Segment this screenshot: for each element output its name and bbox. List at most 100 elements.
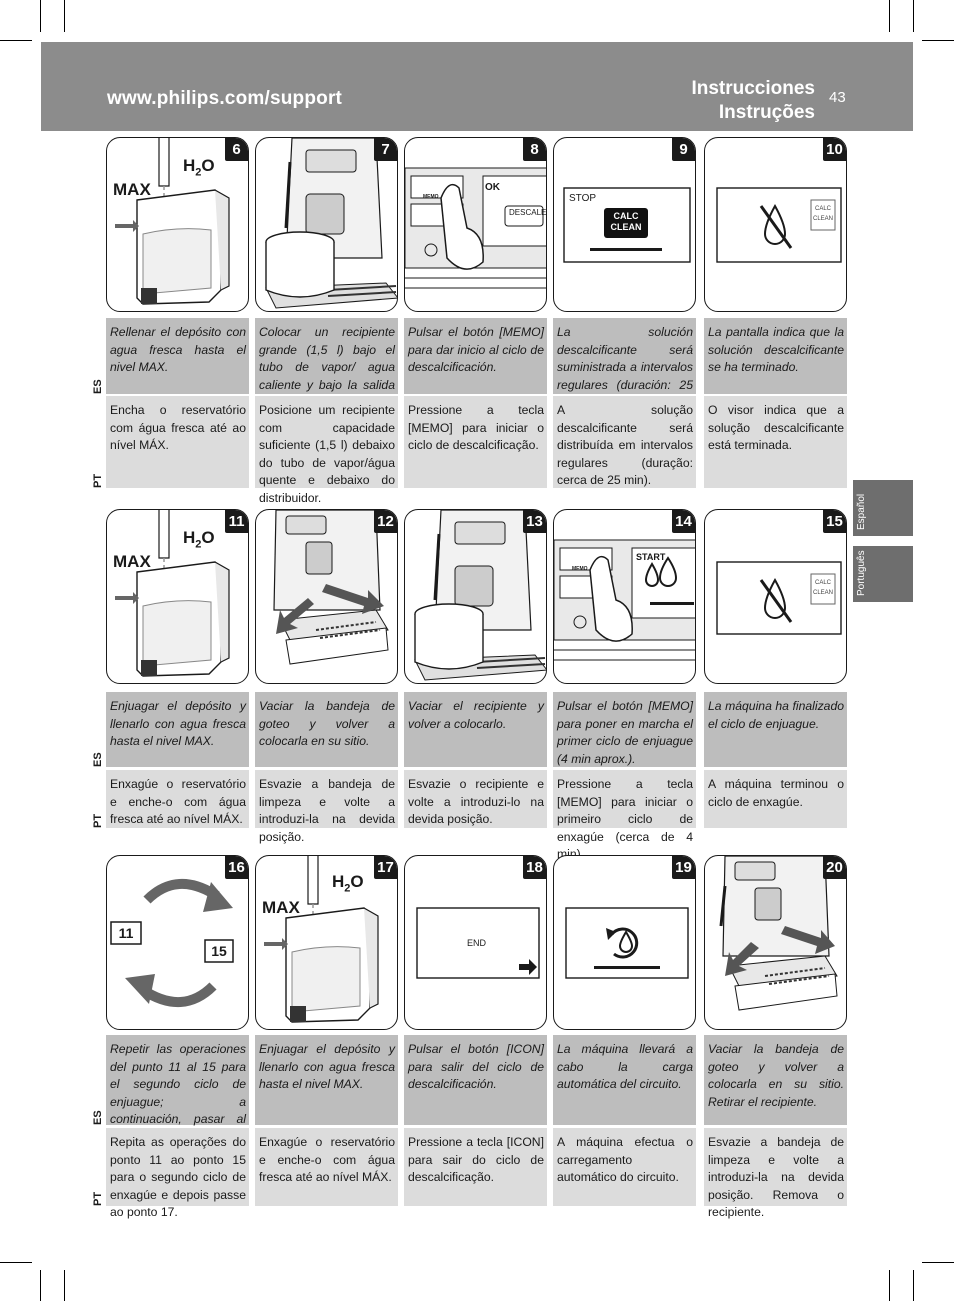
step-text-pt: Esvazie a bandeja de limpeza e volte a i… [255,770,398,844]
ok-label: OK [485,182,500,193]
tab-portugues: Português [853,546,913,602]
step-number: 6 [225,138,248,161]
max-label: MAX [262,898,300,917]
step-figure-13: 13 [404,509,547,684]
lang-label-pt: PT [92,813,104,828]
step-text-es: La solución descalcificante será suminis… [553,318,696,409]
step-figure-8: OK DESCALER MEMO 8 [404,137,547,312]
tank-illustration [115,510,230,677]
descaler-label: DESCALER [509,208,547,217]
step-text-pt: Repita as operações do ponto 11 ao ponto… [106,1128,249,1219]
display-illustration [563,187,691,263]
step-text-es: La pantalla indica que la solución desca… [704,318,847,394]
step-number: 9 [672,138,695,161]
step-text-pt: O visor indica que a solução descalcific… [704,396,847,488]
step-figure-12: 12 [255,509,398,684]
lang-label-es: ES [92,379,104,394]
step-text-es: Enjuagar el depósito y llenarlo con agua… [106,692,249,767]
tank-illustration [264,856,379,1023]
step-text-pt: Enxagúe o reservatório e enche-o com águ… [106,770,249,828]
step-text-es: Rellenar el depósito con agua fresca has… [106,318,249,394]
step-number: 7 [374,138,397,161]
step-text-es: Pulsar el botón [MEMO] para poner en mar… [553,692,696,767]
step-number: 10 [823,138,846,161]
step-text-es: Vaciar la bandeja de goteo y volver a co… [255,692,398,767]
empty-solution-display [716,561,842,635]
step-text-pt: Esvazie a bandeja de limpeza e volte a i… [704,1128,847,1219]
step-text-pt: Posicione um recipiente com capacidade s… [255,396,398,505]
step-text-pt: Pressione a tecla [MEMO] para iniciar o … [404,396,547,488]
step-text-es: Colocar un recipiente grande (1,5 l) baj… [255,318,398,409]
step-figure-7: 7 [255,137,398,312]
control-panel-illustration [405,167,546,289]
memo-label: MEMO [423,194,439,200]
h2o-label: H2O [183,528,215,551]
step-number: 13 [523,510,546,533]
step-number: 8 [523,138,546,161]
step-text-pt: Pressione a tecla [ICON] para sair do ci… [404,1128,547,1206]
control-panel-illustration [554,539,695,661]
lang-label-pt: PT [92,1191,104,1206]
machine-illustration [265,138,397,309]
step-text-es: Repetir las operaciones del punto 11 al … [106,1035,249,1144]
step-text-es: Pulsar el botón [ICON] para salir del ci… [404,1035,547,1125]
max-label: MAX [113,180,151,199]
step-text-pt: Esvazie o recipiente e volte a introduzi… [404,770,547,828]
step-figure-16: 11 15 16 [106,855,249,1030]
lang-label-pt: PT [92,473,104,488]
loop-end-label: 15 [211,943,227,959]
max-label: MAX [113,552,151,571]
memo-label: MEMO [572,566,588,572]
step-number: 18 [523,856,546,879]
step-text-pt: Pressione a tecla [MEMO] para iniciar o … [553,770,696,861]
h2o-label: H2O [183,156,215,179]
step-number: 12 [374,510,397,533]
step-figure-19: 19 [553,855,696,1030]
step-figure-6: MAX H2O 6 [106,137,249,312]
step-figure-11: MAX H2O 11 [106,509,249,684]
page-header: www.philips.com/support Instrucciones In… [41,42,913,131]
step-number: 19 [672,856,695,879]
step-text-es: La máquina llevará a cabo la carga autom… [553,1035,696,1125]
tab-espanol: Español [853,480,913,536]
support-url[interactable]: www.philips.com/support [107,88,343,109]
step-figure-20: 20 [704,855,847,1030]
step-number: 17 [374,856,397,879]
step-text-pt: A máquina efectua o carregamento automát… [553,1128,696,1206]
step-number: 20 [823,856,846,879]
display-illustration [416,907,540,979]
h2o-label: H2O [332,872,364,895]
step-text-es: Pulsar el botón [MEMO] para dar inicio a… [404,318,547,394]
step-text-pt: Enxagúe o reservatório e enche-o com águ… [255,1128,398,1206]
machine-illustration [414,510,546,681]
step-number: 16 [225,856,248,879]
step-text-es: Enjuagar el depósito y llenarlo con agua… [255,1035,398,1125]
lang-label-es: ES [92,752,104,767]
step-text-pt: A máquina terminou o ciclo de enxagúe. [704,770,847,828]
drip-tray-illustration [719,856,838,1011]
lang-label-es: ES [92,1110,104,1125]
stop-label: STOP [569,193,597,204]
drip-tray-illustration [273,510,389,665]
step-text-pt: A solução descalcificante será distribuí… [553,396,696,488]
loop-start-label: 11 [118,925,134,941]
step-text-pt: Encha o reservatório com água fresca até… [106,396,249,488]
step-text-es: Vaciar la bandeja de goteo y volver a co… [704,1035,847,1125]
tank-illustration [115,138,230,305]
step-number: 15 [823,510,846,533]
repeat-cycle-illustration [110,879,234,1007]
step-text-es: La máquina ha finalizado el ciclo de enj… [704,692,847,767]
priming-display [565,907,689,979]
end-label: END [467,938,487,948]
title-es: Instrucciones [691,78,815,99]
step-text-es: Vaciar el recipiente y volver a colocarl… [404,692,547,767]
step-number: 11 [225,510,248,533]
step-figure-17: MAX H2O 17 [255,855,398,1030]
empty-solution-display [716,187,842,263]
